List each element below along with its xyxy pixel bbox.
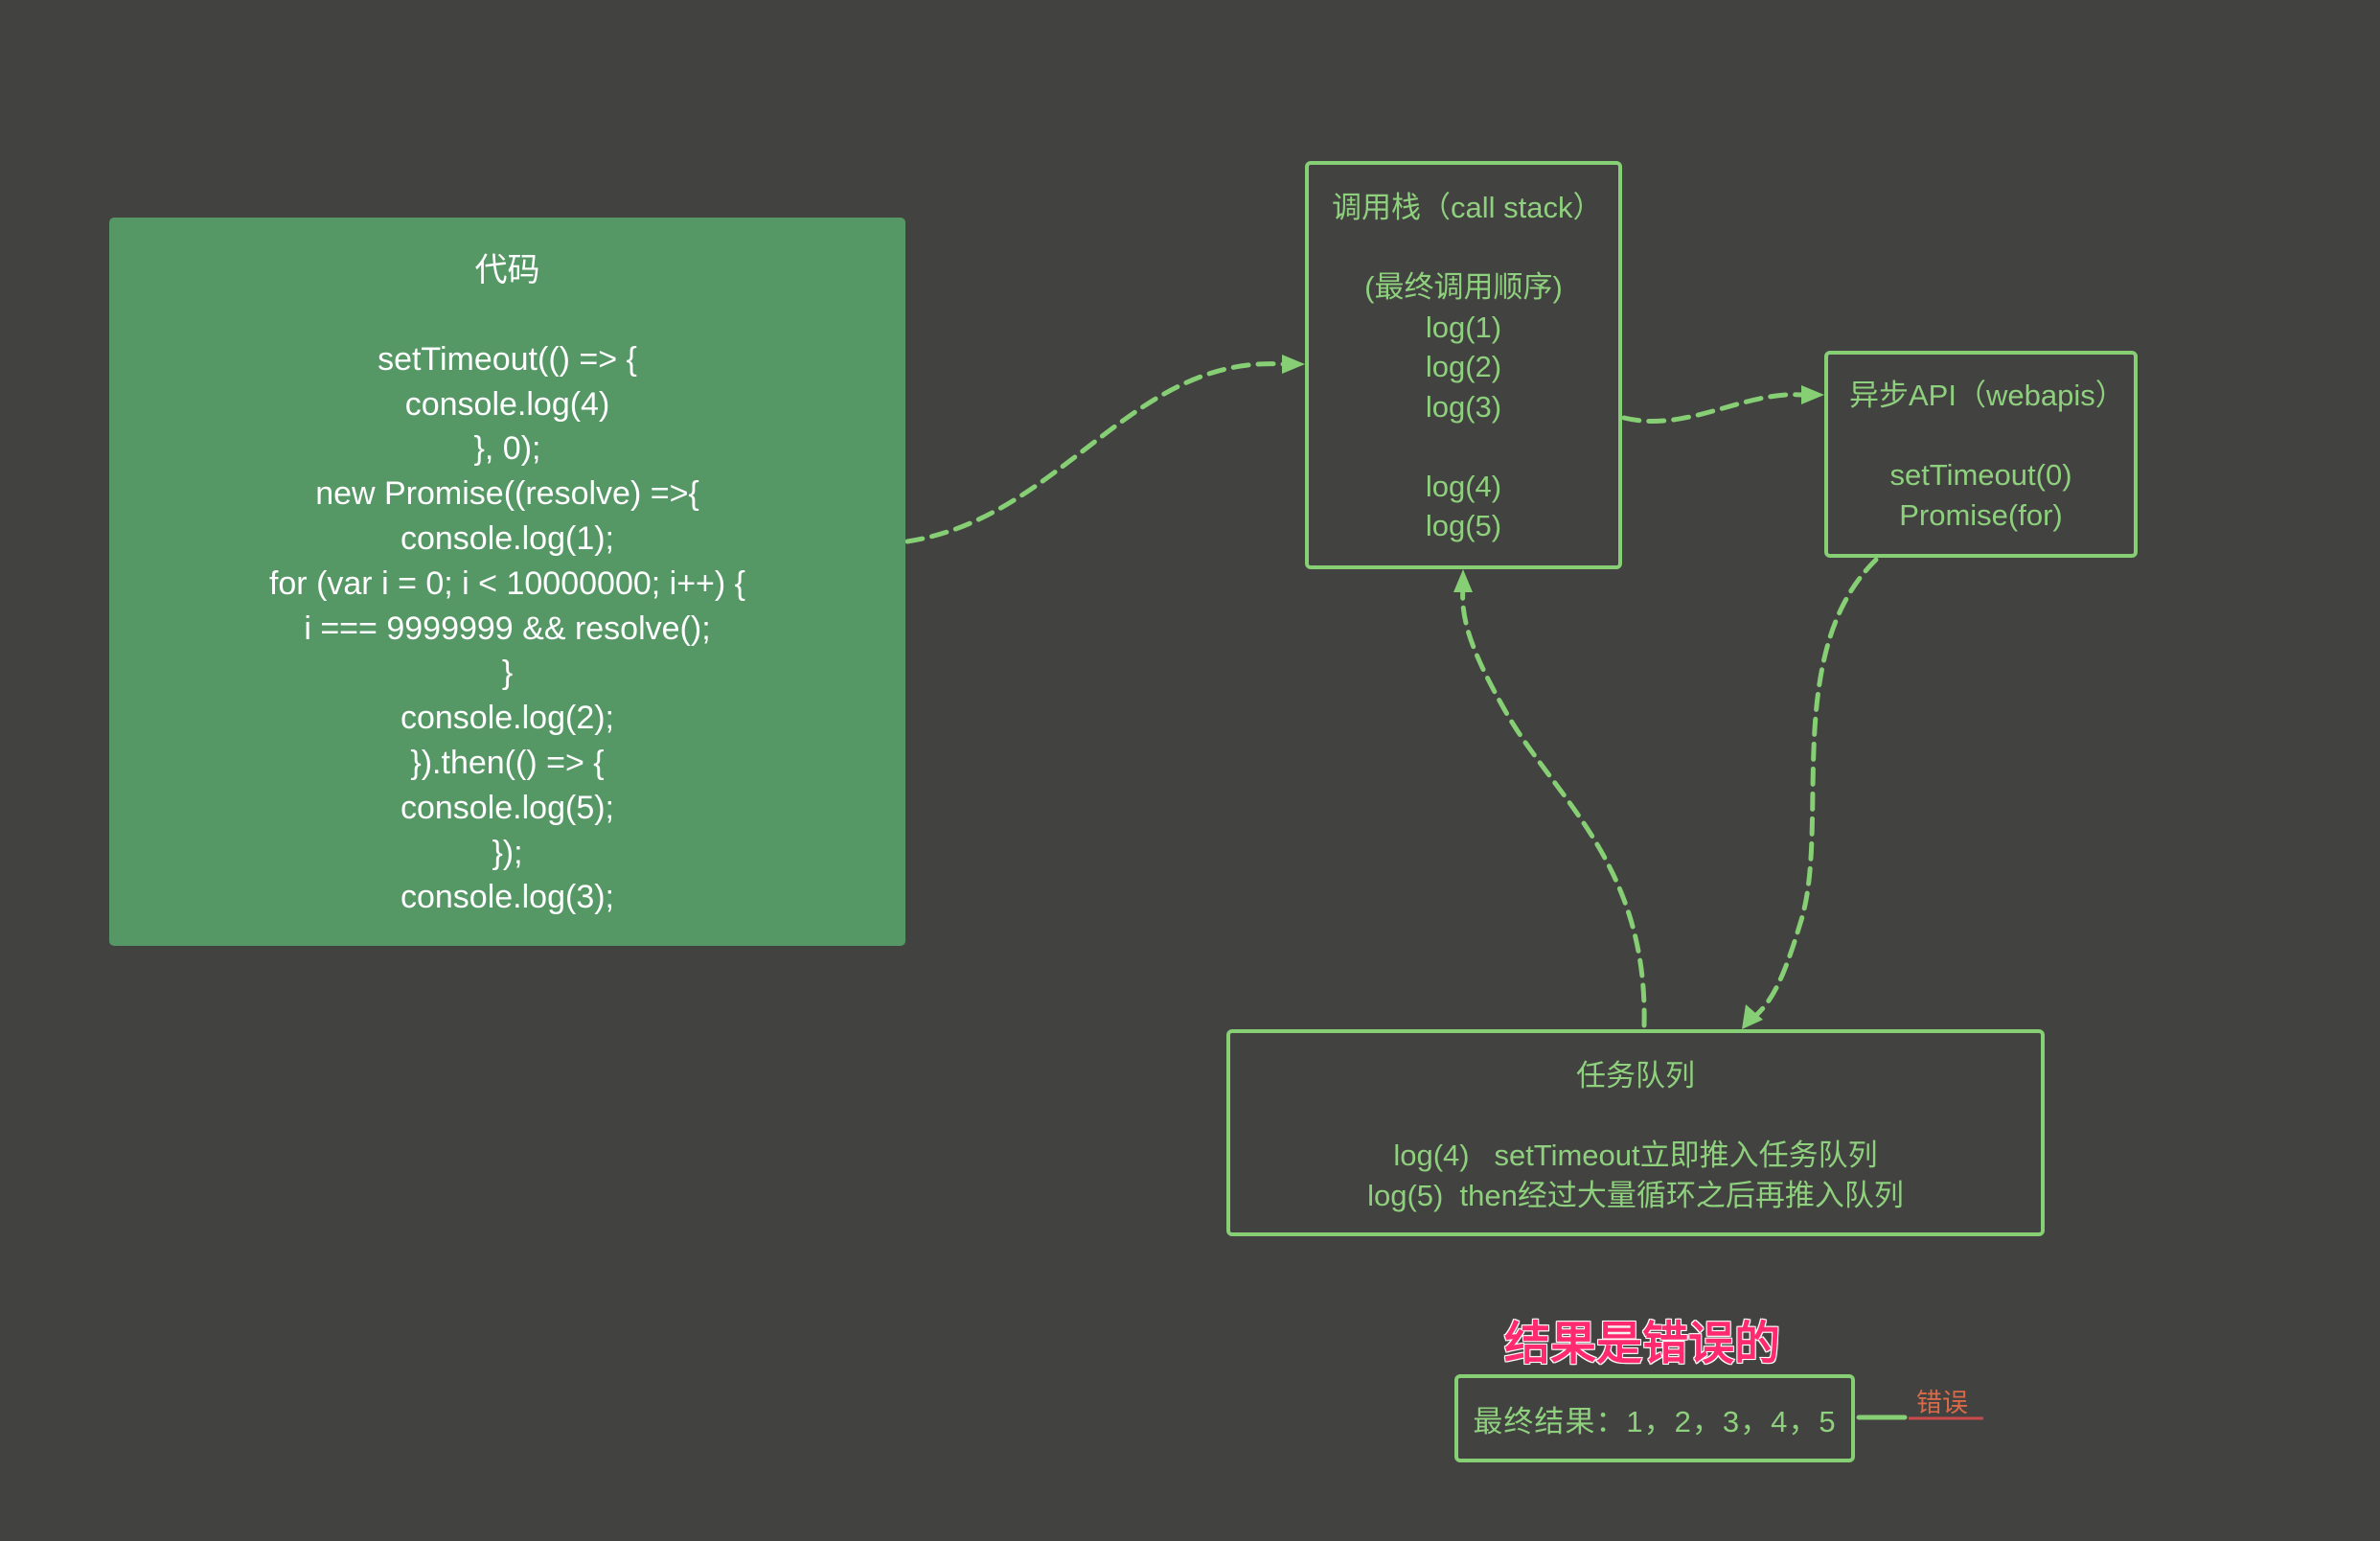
code-lines: setTimeout(() => { console.log(4) }, 0); ne… xyxy=(109,337,905,920)
code-line: }); xyxy=(492,834,523,871)
spacer xyxy=(1828,416,2134,456)
code-line: console.log(1); xyxy=(400,519,614,557)
code-line: console.log(4) xyxy=(404,385,610,423)
edge-code-to-stack xyxy=(904,361,1287,544)
call-stack-item: log(2) xyxy=(1425,350,1502,383)
code-line: for (var i = 0; i < 10000000; i++) { xyxy=(268,564,746,602)
web-api-title: 异步API（webapis） xyxy=(1849,379,2125,412)
call-stack-title: 调用栈（call stack） xyxy=(1332,191,1603,224)
arrow-head-stack-bottom xyxy=(1453,569,1473,592)
code-line: }).then(() => { xyxy=(410,744,605,781)
call-stack-item: log(5) xyxy=(1425,509,1502,542)
edge-stack-to-api xyxy=(1621,392,1804,424)
code-line: console.log(5); xyxy=(400,789,614,826)
call-stack-item: log(4) xyxy=(1425,469,1502,503)
code-node[interactable]: 代码 setTimeout(() => { console.log(4) }, 0)… xyxy=(109,218,905,946)
edge-queue-to-stack xyxy=(1460,584,1647,1028)
call-stack-node[interactable]: 调用栈（call stack） (最终调用顺序) log(1) log(2) l… xyxy=(1305,161,1622,569)
spacer xyxy=(1309,426,1618,467)
result-text: 最终结果：1，2，3，4，5 xyxy=(1473,1404,1837,1438)
code-line: i === 9999999 && resolve(); xyxy=(304,610,711,647)
task-queue-item: log(4) setTimeout立即推入任务队列 xyxy=(1393,1138,1878,1172)
web-api-item: Promise(for) xyxy=(1899,497,2063,532)
error-tag[interactable]: 错误 xyxy=(1916,1389,1968,1417)
arrow-head-stack xyxy=(1282,355,1305,374)
code-line: new Promise((resolve) =>{ xyxy=(315,475,699,513)
task-queue-node[interactable]: 任务队列 log(4) setTimeout立即推入任务队列 log(5) th… xyxy=(1226,1029,2045,1236)
arrow-head-api xyxy=(1801,385,1824,404)
call-stack-subtitle: (最终调用顺序) xyxy=(1364,270,1563,304)
task-queue-item: log(5) then经过大量循环之后再推入队列 xyxy=(1367,1178,1904,1212)
code-title: 代码 xyxy=(474,252,540,288)
spacer xyxy=(1309,228,1618,268)
web-api-item: setTimeout(0) xyxy=(1889,458,2072,492)
code-line: setTimeout(() => { xyxy=(378,340,637,378)
result-node[interactable]: 最终结果：1，2，3，4，5 xyxy=(1454,1374,1855,1462)
call-stack-item: log(3) xyxy=(1425,389,1502,424)
web-api-node[interactable]: 异步API（webapis） setTimeout(0) Promise(for… xyxy=(1824,351,2138,558)
edge-api-to-queue xyxy=(1751,557,1879,1021)
code-line: console.log(2); xyxy=(400,700,614,737)
spacer xyxy=(1230,1096,2041,1137)
verdict-label: 结果是错误的 xyxy=(1503,1318,1781,1370)
code-line: console.log(3); xyxy=(400,879,614,916)
code-line: } xyxy=(501,655,514,692)
task-queue-title: 任务队列 xyxy=(1576,1059,1695,1092)
arrow-head-queue xyxy=(1742,1004,1763,1029)
code-line: }, 0); xyxy=(473,430,541,468)
call-stack-item: log(1) xyxy=(1425,310,1502,344)
